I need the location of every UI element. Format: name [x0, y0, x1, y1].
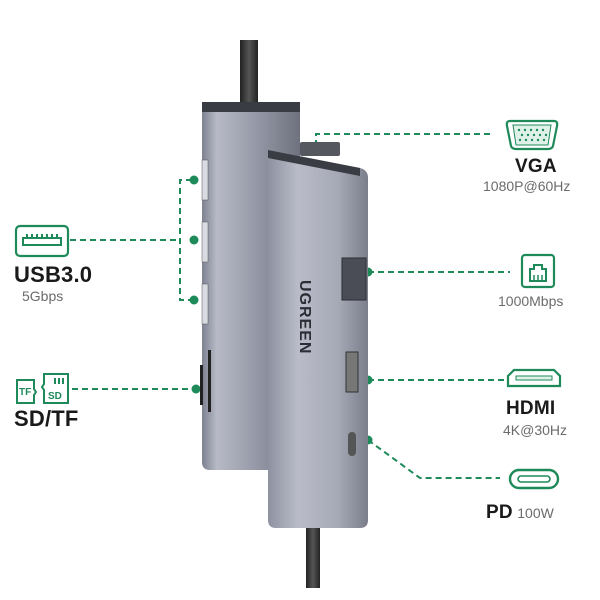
ethernet-port-callout [520, 253, 556, 289]
pd-title: PD [486, 502, 513, 523]
hdmi-subtitle: 4K@30Hz [503, 422, 568, 438]
usb-subtitle: 5Gbps [22, 288, 64, 304]
ethernet-subtitle: 1000Mbps [498, 293, 564, 309]
vga-title: VGA [515, 156, 557, 177]
pd-label: PD 100W [486, 502, 554, 524]
sd-tf-card-icon: TF SD [16, 373, 69, 404]
usb-c-port-icon [508, 468, 560, 490]
hdmi-port-callout [506, 368, 562, 390]
vga-subtitle: 1080P@60Hz [483, 178, 571, 194]
vga-port-callout [504, 118, 560, 152]
hdmi-title: HDMI [506, 398, 556, 419]
svg-text:UGREEN: UGREEN [296, 280, 313, 354]
usb-port-callout [14, 224, 70, 258]
usb-a-port-icon [14, 224, 70, 258]
usb-hub-device: UGREEN [200, 40, 368, 588]
hdmi-port-icon [506, 368, 562, 388]
card-title: SD/TF [14, 406, 79, 431]
pd-port-callout [508, 468, 560, 490]
usb-title: USB3.0 [14, 262, 93, 287]
svg-text:SD: SD [48, 391, 62, 402]
card-port-callout: TF SD [14, 370, 74, 406]
vga-port-icon [505, 119, 559, 151]
ethernet-port-icon [520, 253, 556, 289]
svg-text:TF: TF [19, 387, 31, 398]
pd-subtitle: 100W [517, 505, 554, 521]
